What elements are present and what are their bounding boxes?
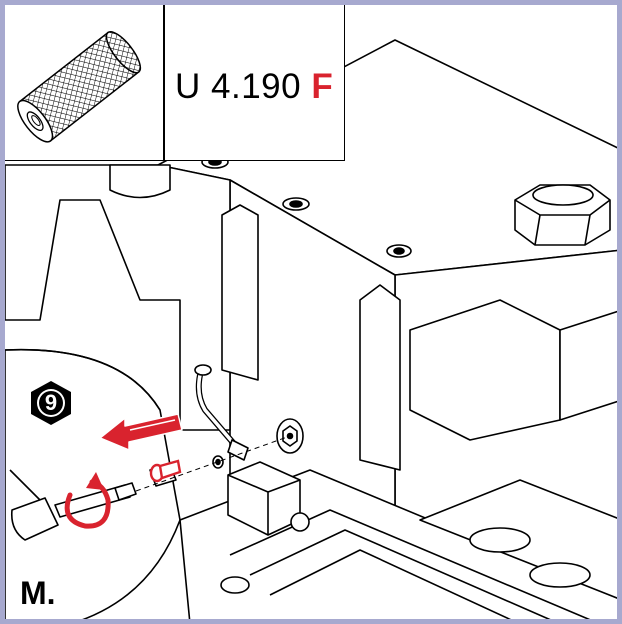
hexagon-badge-icon bbox=[31, 381, 71, 425]
inset-divider bbox=[163, 5, 165, 161]
section-label: M. bbox=[20, 575, 56, 611]
hex-nut bbox=[514, 184, 611, 246]
part-inset-panel: U 4.190 F bbox=[5, 5, 345, 161]
mounting-hole-1 bbox=[282, 197, 310, 211]
left-casting bbox=[4, 164, 231, 431]
housing-rib bbox=[221, 204, 259, 381]
red-bolt bbox=[149, 459, 182, 483]
mounting-hole-2 bbox=[386, 244, 412, 258]
housing-rib-2 bbox=[359, 284, 401, 471]
step-badge: 9 bbox=[28, 380, 74, 426]
part-code-suffix: F bbox=[311, 67, 334, 106]
tool-handle bbox=[10, 497, 59, 541]
tool-shaft bbox=[54, 484, 131, 518]
part-code-number: U 4.190 bbox=[175, 67, 302, 106]
alignment-line bbox=[135, 435, 291, 492]
knurled-sleeve-icon bbox=[17, 31, 142, 143]
step-number: 9 bbox=[44, 390, 58, 415]
cylinder-boss bbox=[109, 164, 171, 199]
part-code-label: U 4.190 F bbox=[175, 67, 333, 107]
